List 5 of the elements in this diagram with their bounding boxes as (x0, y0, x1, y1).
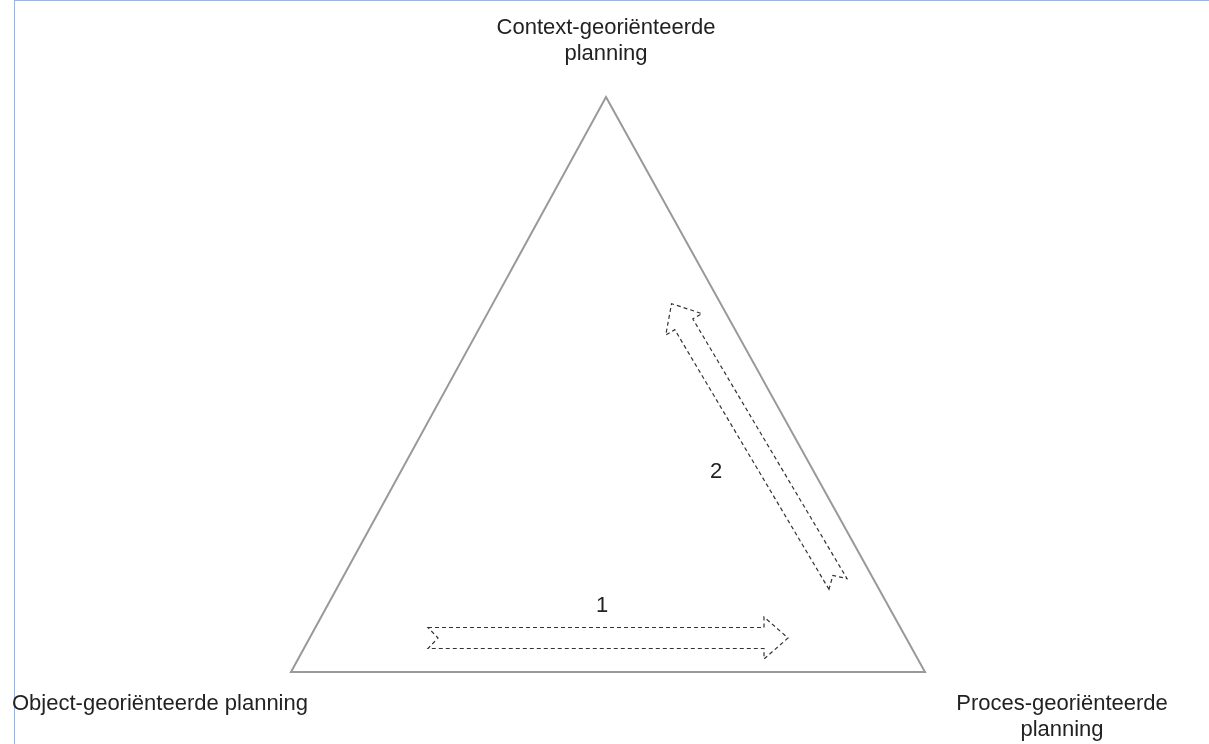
corner-label: Context-georiënteerde planning (495, 14, 717, 66)
corner-label: Object-georiënteerde planning (11, 690, 309, 716)
arrow-number: 1 (594, 592, 610, 618)
arrow-number: 2 (708, 458, 724, 484)
corner-label: Proces-georiënteerde planning (955, 690, 1169, 742)
